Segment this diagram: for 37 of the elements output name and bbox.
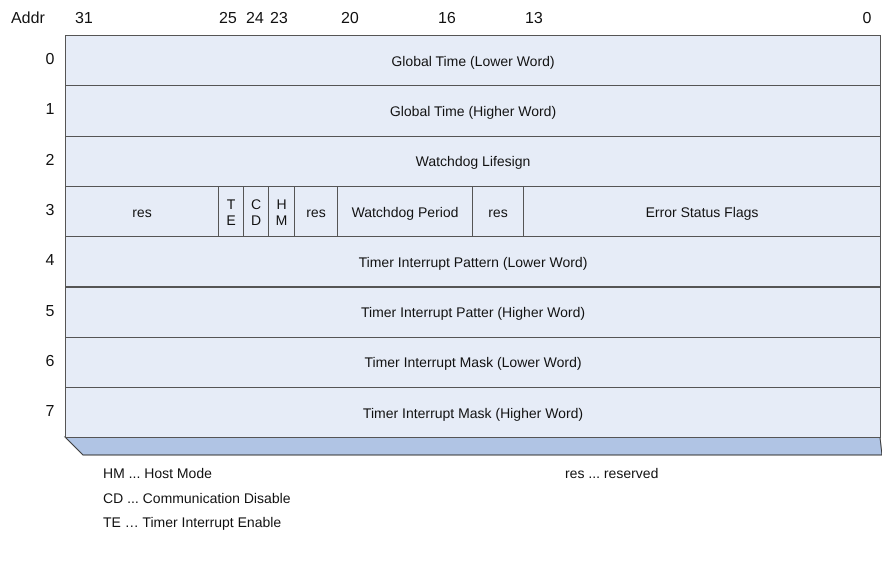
bit-number: 23 — [270, 10, 288, 28]
register-field: Timer Interrupt Pattern (Lower Word) — [65, 236, 881, 288]
block-base — [64, 436, 882, 456]
row-address: 3 — [46, 202, 54, 220]
legend-text: TE … Timer Interrupt Enable — [103, 514, 282, 530]
legend-text: HM ... Host Mode — [103, 465, 212, 481]
register-field: T E — [218, 186, 244, 238]
register-field: res — [65, 186, 219, 238]
register-field: Watchdog Lifesign — [65, 136, 881, 187]
bit-number: 20 — [341, 10, 359, 28]
bit-number: 0 — [862, 10, 872, 28]
register-field: res — [294, 186, 338, 238]
bit-number: 16 — [438, 10, 456, 28]
register-field: H M — [268, 186, 295, 238]
register-field: C D — [243, 186, 269, 238]
bit-number: 24 — [246, 10, 264, 28]
register-field: Watchdog Period — [337, 186, 473, 238]
legend-text: CD ... Communication Disable — [103, 490, 291, 506]
legend-text: res ... reserved — [565, 465, 658, 481]
register-field: Timer Interrupt Mask (Lower Word) — [65, 336, 881, 388]
register-field: res — [472, 186, 524, 238]
row-address: 2 — [46, 152, 54, 170]
row-address: 1 — [46, 101, 54, 120]
row-address: 7 — [46, 403, 54, 422]
register-field: Error Status Flags — [523, 186, 881, 238]
register-field: Timer Interrupt Patter (Higher Word) — [65, 286, 881, 338]
bit-number: 31 — [75, 10, 93, 28]
address-header: Addr — [11, 10, 45, 28]
row-address: 0 — [46, 51, 54, 70]
bit-number: 25 — [219, 10, 237, 28]
register-field: Global Time (Higher Word) — [65, 85, 881, 137]
row-address: 4 — [46, 252, 54, 270]
register-field: Timer Interrupt Mask (Higher Word) — [65, 387, 881, 438]
bit-number: 13 — [525, 10, 543, 28]
row-address: 5 — [46, 302, 54, 321]
row-address: 6 — [46, 352, 54, 371]
register-field: Global Time (Lower Word) — [65, 35, 881, 86]
